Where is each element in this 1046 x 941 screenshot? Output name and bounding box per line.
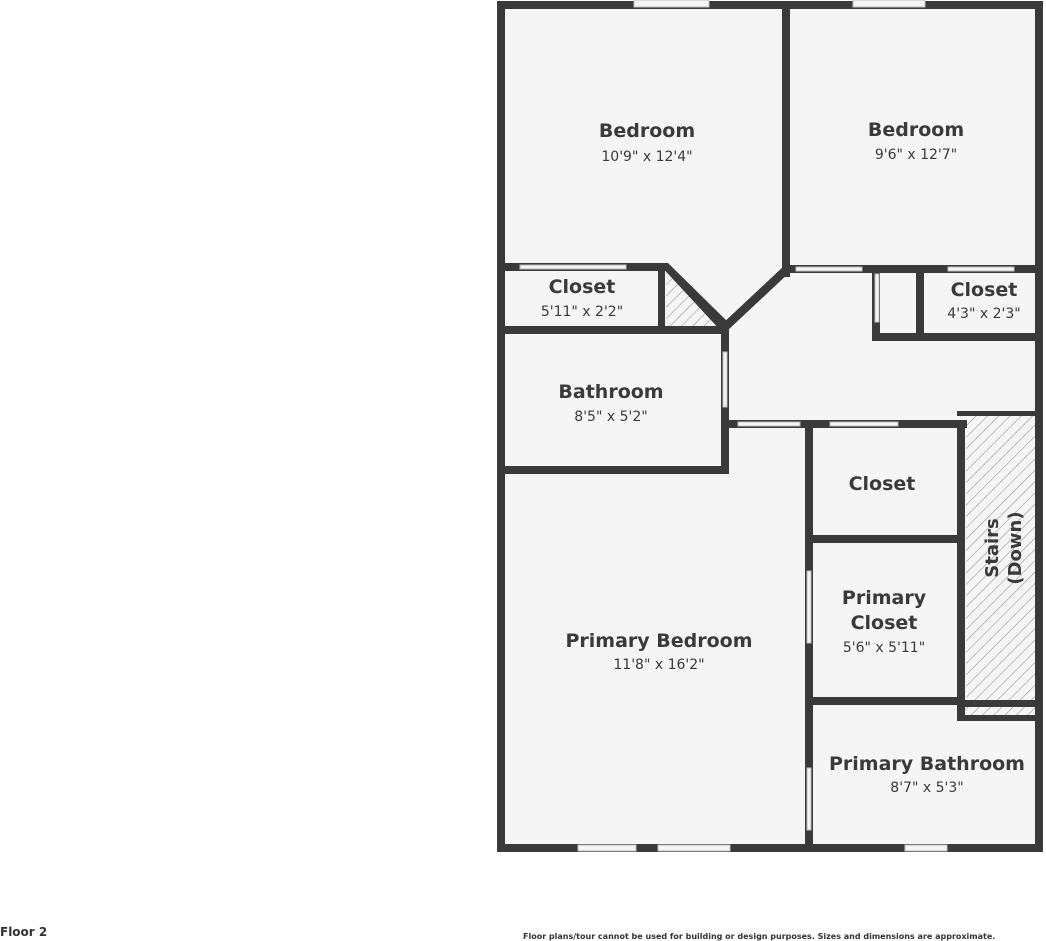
- room-name-primary-bedroom: Primary Bedroom: [565, 630, 752, 652]
- room-name-closet-right: Closet: [951, 279, 1018, 301]
- floor-label: Floor 2: [0, 925, 48, 939]
- stairs-landing: [962, 707, 1037, 715]
- openings: [519, 0, 1015, 852]
- stairs-label-line1: Stairs: [982, 518, 1003, 577]
- disclaimer-text: Floor plans/tour cannot be used for buil…: [523, 932, 996, 941]
- room-dims-closet-left: 5'11" x 2'2": [541, 304, 623, 320]
- room-name-primary-closet-line2: Closet: [851, 612, 918, 634]
- room-name-closet-center: Closet: [849, 473, 916, 495]
- walls: [497, 1, 1043, 852]
- room-dims-bathroom: 8'5" x 5'2": [574, 409, 647, 425]
- room-dims-closet-right: 4'3" x 2'3": [947, 306, 1020, 322]
- stairs-area: [966, 411, 1037, 700]
- room-dims-primary-bedroom: 11'8" x 16'2": [613, 657, 704, 673]
- room-dims-bedroom-right: 9'6" x 12'7": [875, 147, 957, 163]
- room-name-primary-bathroom: Primary Bathroom: [829, 753, 1025, 775]
- room-name-closet-left: Closet: [549, 276, 616, 298]
- room-name-bedroom-right: Bedroom: [868, 119, 964, 141]
- room-name-primary-closet-line1: Primary: [842, 587, 927, 609]
- room-dims-primary-closet: 5'6" x 5'11": [843, 640, 925, 656]
- room-dims-primary-bathroom: 8'7" x 5'3": [890, 780, 963, 796]
- room-name-bathroom: Bathroom: [558, 381, 663, 403]
- room-name-bedroom-left: Bedroom: [599, 120, 695, 142]
- stairs-label-line2: (Down): [1005, 511, 1026, 584]
- room-dims-bedroom-left: 10'9" x 12'4": [601, 149, 692, 165]
